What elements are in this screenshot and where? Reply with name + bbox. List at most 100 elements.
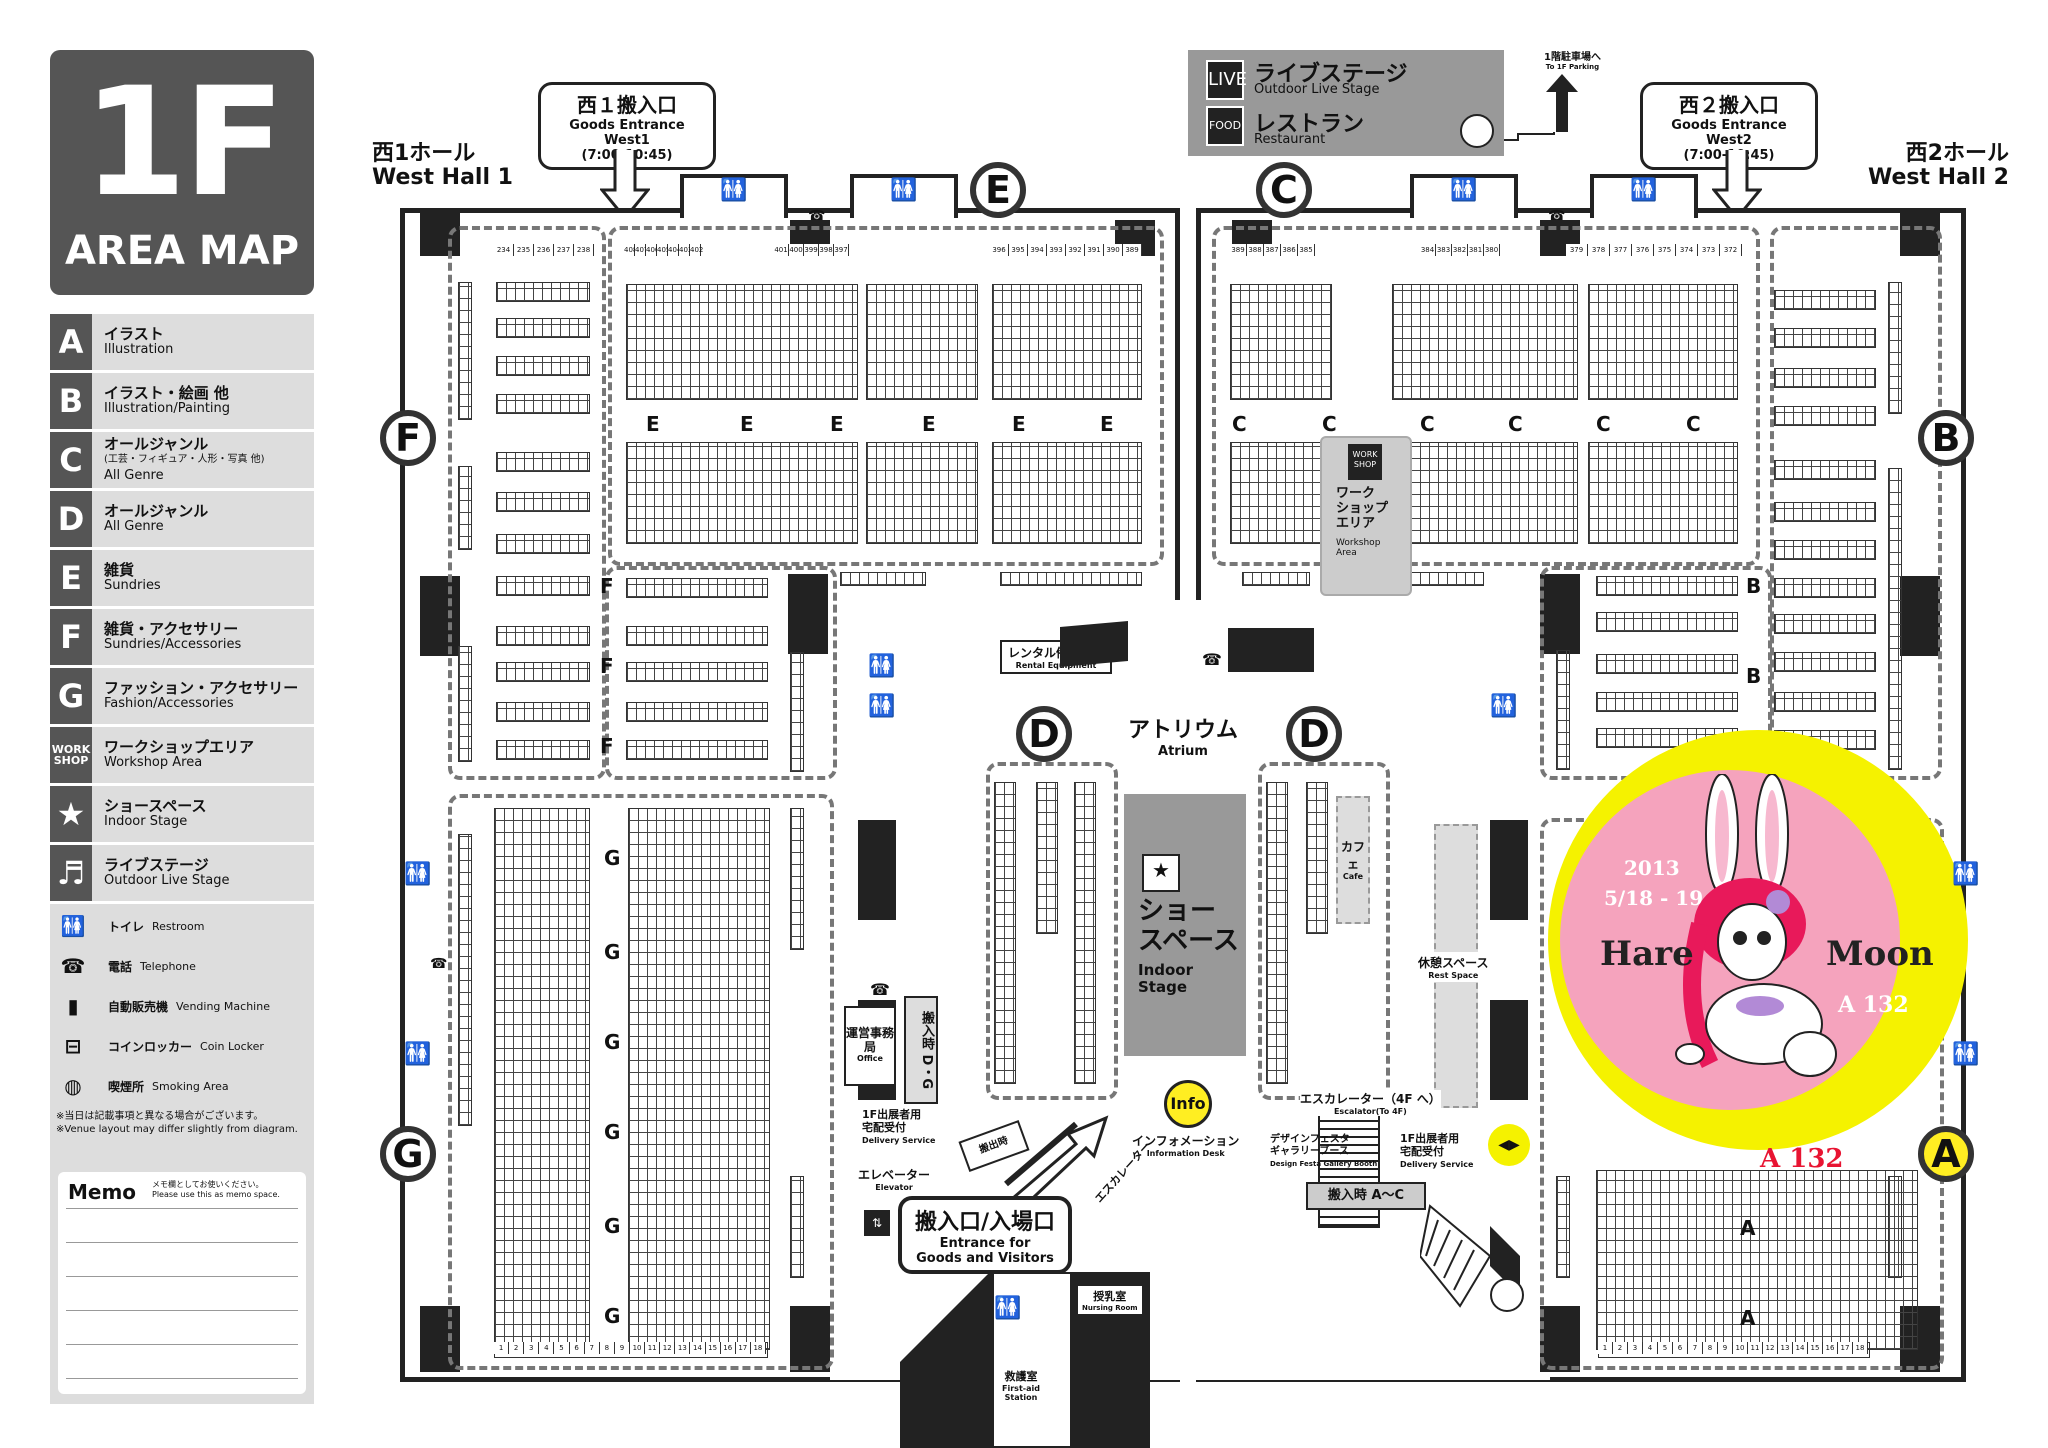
- booth-block-b: [1774, 368, 1876, 388]
- legend-label: ライブステージ: [104, 856, 209, 874]
- booth-block-f: [626, 702, 768, 722]
- entry-ac-sign: 搬入時 A〜C: [1306, 1182, 1426, 1210]
- pillar: [1490, 1000, 1528, 1100]
- restroom-icon: 🚻: [1952, 1042, 1980, 1067]
- booth-number: 399: [804, 244, 819, 256]
- stairs: [1228, 628, 1314, 672]
- legend-label: オールジャンル: [104, 502, 209, 520]
- booth-block: [840, 572, 926, 586]
- pillar: [420, 576, 460, 656]
- stairs-right: [1420, 1204, 1520, 1308]
- booth-number: 14: [690, 1342, 706, 1354]
- booth-block: [1000, 572, 1142, 586]
- telephone-icon: ☎: [808, 208, 826, 224]
- zone-letter: A: [1740, 1216, 1756, 1240]
- booth-number: 376: [1632, 244, 1654, 256]
- booth-number: 238: [574, 244, 594, 256]
- booth-number: 12: [1763, 1342, 1778, 1354]
- rabbit-character-illustration: [1675, 774, 1837, 1077]
- booth-number: 4: [539, 1342, 555, 1354]
- booth-block-f: [626, 740, 768, 760]
- booth-number: 2: [1613, 1342, 1628, 1354]
- restroom-icon: 🚻: [868, 694, 896, 719]
- booth-block-b: [1774, 614, 1876, 634]
- star-icon: ★: [1142, 854, 1180, 892]
- booth-number: 397: [834, 244, 849, 256]
- booth-number: 6: [1673, 1342, 1688, 1354]
- legend-label-en: Sundries/Accessories: [104, 637, 242, 652]
- top-banner: LIVE ライブステージ Outdoor Live Stage FOOD レスト…: [1188, 50, 1504, 156]
- booth-number: 237: [554, 244, 574, 256]
- booth-number: 13: [1778, 1342, 1793, 1354]
- smoking-area-icon: [1460, 114, 1494, 148]
- legend-key: E: [50, 550, 92, 606]
- booth-block: [496, 662, 590, 682]
- legend-key: ♬: [50, 845, 92, 901]
- booth-number: 18: [750, 1342, 766, 1354]
- restroom-icon: 🚻: [1490, 694, 1518, 719]
- elevator-icon: ⇅: [864, 1210, 890, 1236]
- booth-column: [790, 808, 804, 950]
- booth-number: 11: [1748, 1342, 1763, 1354]
- legend-label: オールジャンル: [104, 435, 209, 453]
- area-e-marker: E: [970, 162, 1026, 218]
- booth-number: 390: [1104, 244, 1123, 256]
- booth-block: [496, 576, 590, 596]
- legend-key: WORK SHOP: [50, 727, 92, 783]
- zone-letter: E: [922, 412, 936, 436]
- restaurant-label: レストラン: [1254, 112, 1365, 137]
- booth-number: 374: [1676, 244, 1698, 256]
- legend-label: 雑貨: [104, 561, 135, 579]
- restroom-icon: 🚻: [404, 862, 432, 887]
- booth-column-d: [1266, 782, 1288, 1084]
- memo-line: [66, 1310, 298, 1311]
- booth-block: [496, 534, 590, 554]
- booth-block: [496, 626, 590, 646]
- booth-block-g: [494, 808, 590, 1350]
- booth-block: [496, 356, 590, 376]
- booth-block-b: [1774, 578, 1876, 598]
- booth-block-b: [1774, 290, 1876, 310]
- booth-number: 16: [1823, 1342, 1838, 1354]
- telephone-icon: ☎: [1202, 650, 1222, 669]
- booth-number: 384: [1420, 244, 1436, 256]
- booth-block-b: [1596, 576, 1738, 596]
- booth-block-b: [1596, 612, 1738, 632]
- booth-column-d: [994, 782, 1016, 1084]
- area-c-zone: [1212, 226, 1760, 566]
- area-f-outer-zone: [448, 226, 606, 780]
- area-a-marker: A: [1918, 1126, 1974, 1182]
- booth-number: 387: [1264, 244, 1281, 256]
- telephone-icon: ☎: [430, 956, 448, 972]
- zone-letter: E: [830, 412, 844, 436]
- floor-number: 1F: [82, 56, 286, 230]
- booth-number: 392: [1066, 244, 1085, 256]
- legend-label-en: Indoor Stage: [104, 814, 188, 829]
- booth-column: [458, 466, 472, 550]
- legend-key: G: [50, 668, 92, 724]
- area-b-marker: B: [1918, 410, 1974, 466]
- area-d-left-zone: [986, 762, 1118, 1100]
- legend-key: B: [50, 373, 92, 429]
- booth-number: 234: [494, 244, 514, 256]
- stairs: [1060, 621, 1128, 667]
- booth-block-f: [626, 662, 768, 682]
- booth-column-d: [1306, 782, 1328, 934]
